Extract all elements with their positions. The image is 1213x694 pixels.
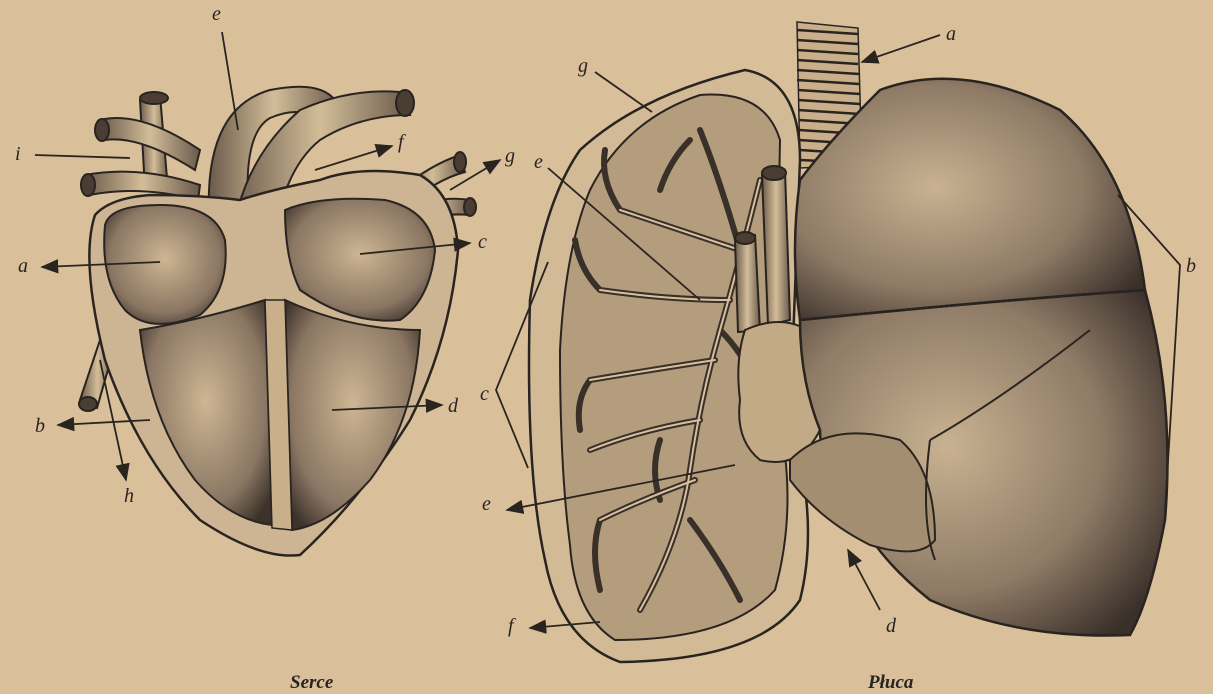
- heart-label-f: f: [398, 131, 406, 153]
- pointer-heart-e: [222, 32, 238, 130]
- heart-label-c: c: [478, 231, 487, 253]
- lung-label-e-lower: e: [482, 493, 491, 515]
- pulmonary-artery-left: [735, 235, 760, 332]
- heart-label-d: d: [448, 395, 459, 417]
- bronchus-opening: [762, 166, 786, 180]
- heart-label-a: a: [18, 255, 28, 277]
- heart-caption: Serce: [290, 672, 333, 694]
- lung-label-f: f: [508, 615, 516, 637]
- ivc-opening: [79, 397, 97, 411]
- vein-opening-4: [464, 198, 476, 216]
- left-ventricle: [285, 300, 420, 530]
- lung-label-c: c: [480, 383, 489, 405]
- bronchus-left: [762, 170, 790, 325]
- right-ventricle: [140, 300, 272, 525]
- heart-label-g: g: [505, 145, 515, 167]
- heart-label-i: i: [15, 143, 21, 165]
- lung-label-d: d: [886, 615, 897, 637]
- pointer-lung-d: [848, 550, 880, 610]
- vena-cava-opening: [140, 92, 168, 104]
- pointer-heart-f: [315, 146, 392, 170]
- pointer-lung-a: [862, 35, 940, 62]
- heart-label-e: e: [212, 3, 221, 25]
- vein-opening-3: [454, 152, 466, 172]
- pointer-heart-i: [35, 155, 130, 158]
- lungs-caption: Płuca: [868, 672, 913, 694]
- vein-opening-1: [95, 119, 109, 141]
- pointer-lung-g: [595, 72, 652, 112]
- vein-opening-2: [81, 174, 95, 196]
- lung-label-b: b: [1186, 255, 1196, 277]
- lungs-figure: [529, 22, 1168, 662]
- lung-label-e-upper: e: [534, 151, 543, 173]
- heart-label-h: h: [124, 485, 134, 507]
- lung-label-a: a: [946, 23, 956, 45]
- lung-label-g: g: [578, 55, 588, 77]
- artery-opening: [735, 232, 755, 244]
- heart-label-b: b: [35, 415, 45, 437]
- heart-figure: [79, 87, 476, 556]
- pulmonary-trunk-opening: [396, 90, 414, 116]
